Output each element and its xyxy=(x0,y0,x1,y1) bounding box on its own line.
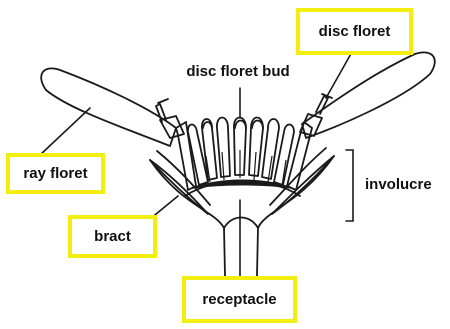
receptacle-inner-curve xyxy=(224,218,258,229)
floret-base-shading xyxy=(186,180,298,191)
bract-label-box: bract xyxy=(68,215,157,258)
bud-tip-3 xyxy=(252,121,263,129)
right-ray-petal xyxy=(302,52,435,138)
involucre-label: involucre xyxy=(365,177,432,192)
ray-floret-label: ray floret xyxy=(23,166,87,181)
disc-floret-label-box: disc floret xyxy=(296,8,413,55)
involucre-bracket xyxy=(346,150,353,221)
bract-label: bract xyxy=(94,229,131,244)
floret-3 xyxy=(202,119,217,180)
disc-floret-bud-label: disc floret bud xyxy=(163,64,313,79)
floret-6 xyxy=(249,118,263,177)
receptacle-label: receptacle xyxy=(202,292,276,307)
disc-floret-label: disc floret xyxy=(319,24,391,39)
receptacle-label-box: receptacle xyxy=(182,276,297,323)
left-stamen-body xyxy=(160,116,184,138)
leader-ray-floret xyxy=(40,108,90,155)
bud-tip-1 xyxy=(203,122,212,128)
ray-floret-label-box: ray floret xyxy=(6,153,105,194)
bud-tip-2 xyxy=(235,121,246,129)
